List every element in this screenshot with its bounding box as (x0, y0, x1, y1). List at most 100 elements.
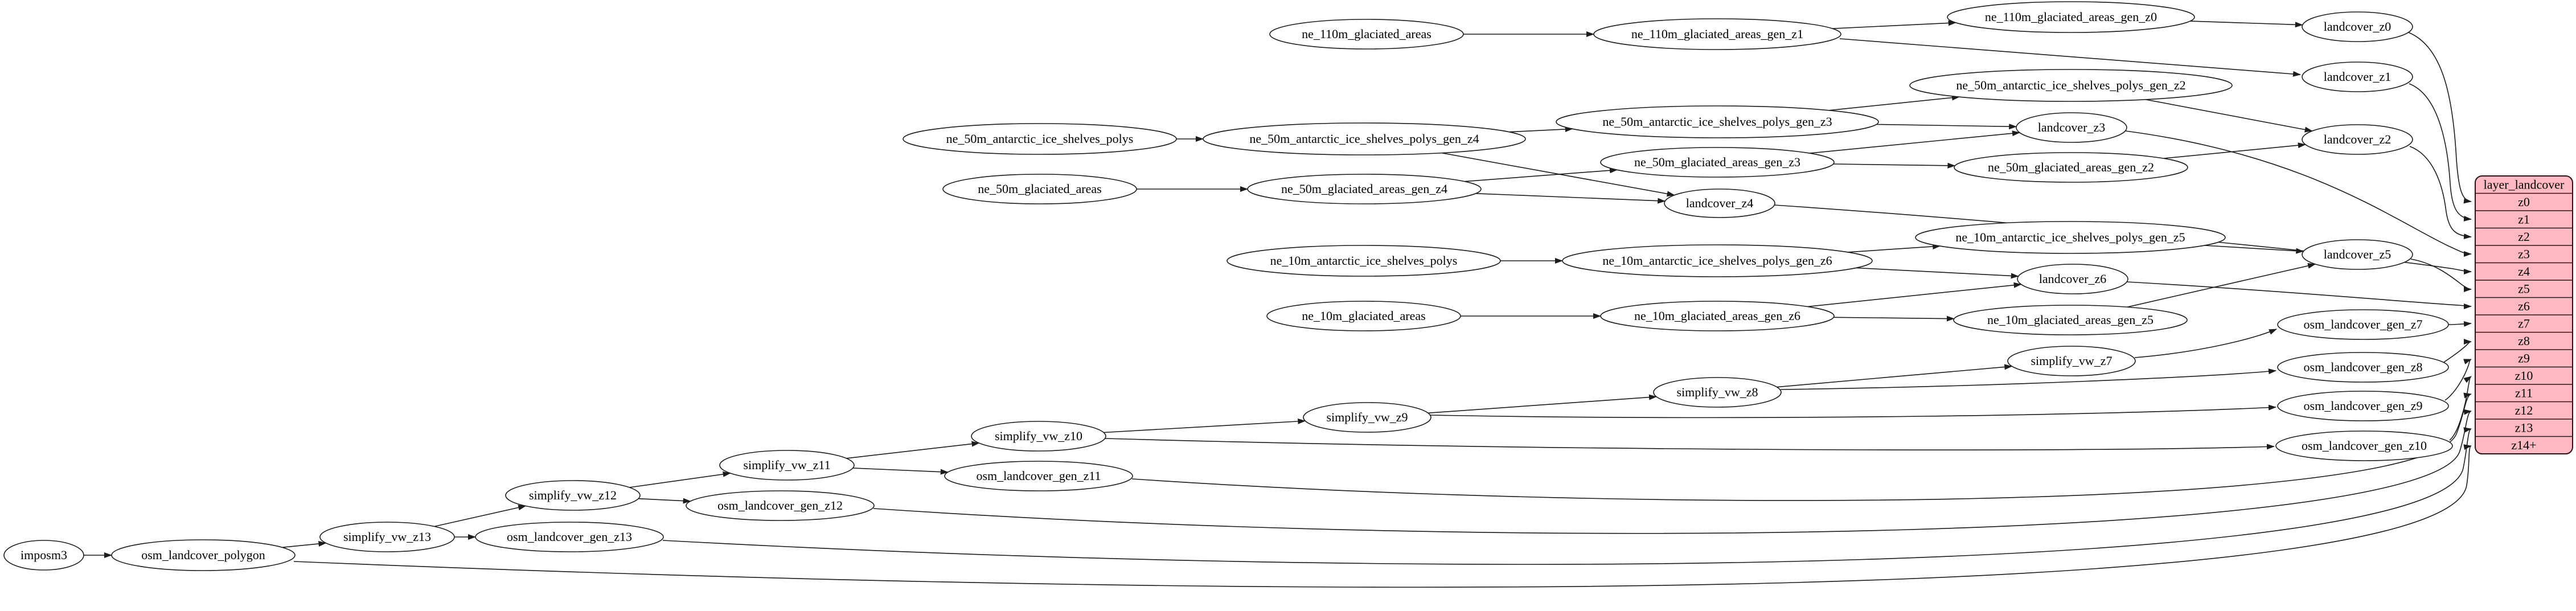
table-row-z12: z12 (2515, 403, 2533, 417)
node-label-osm_landcover_gen_z9: osm_landcover_gen_z9 (2304, 399, 2423, 413)
table-row-z2: z2 (2518, 229, 2530, 244)
table-row-z13: z13 (2515, 420, 2533, 434)
node-simplify_vw_z8: simplify_vw_z8 (1653, 377, 1782, 408)
node-landcover_z4: landcover_z4 (1664, 188, 1775, 218)
edge-ne_50m_glaciated_areas_gen_z4-to-landcover_z4 (1475, 193, 1666, 204)
edge-ne_10m_antarctic_ice_shelves_polys_gen_z5-to-landcover_z5 (2204, 245, 2304, 254)
node-label-ne_110m_glaciated_areas: ne_110m_glaciated_areas (1302, 27, 1431, 41)
node-ellipse-ne_50m_antarctic_ice_shelves_polys_gen_z3 (1556, 105, 1879, 138)
nodes-layer: imposm3 osm_landcover_polygon simplify_vw_… (3, 1, 2453, 571)
node-simplify_vw_z13: simplify_vw_z13 (319, 522, 455, 552)
table-title: layer_landcover (2484, 177, 2565, 191)
node-osm_landcover_polygon: osm_landcover_polygon (111, 539, 296, 571)
node-label-ne_50m_antarctic_ice_shelves_polys_gen_z4: ne_50m_antarctic_ice_shelves_polys_gen_z… (1249, 132, 1479, 146)
edge-ne_50m_glaciated_areas_gen_z2-to-landcover_z2 (2163, 142, 2306, 159)
node-landcover_z2: landcover_z2 (2302, 124, 2413, 155)
node-label-simplify_vw_z11: simplify_vw_z11 (743, 458, 830, 472)
edge-simplify_vw_z8-to-osm_landcover_gen_z8 (1780, 368, 2276, 390)
node-label-osm_landcover_gen_z7: osm_landcover_gen_z7 (2304, 317, 2423, 331)
node-label-landcover_z1: landcover_z1 (2324, 69, 2392, 84)
node-ellipse-landcover_z4 (1664, 188, 1775, 218)
table-row-z3: z3 (2518, 247, 2530, 261)
node-label-simplify_vw_z10: simplify_vw_z10 (995, 429, 1082, 443)
node-ne_110m_glaciated_areas: ne_110m_glaciated_areas (1269, 19, 1464, 50)
edge-ne_110m_glaciated_areas_gen_z1-to-landcover_z1 (1839, 38, 2301, 77)
node-ellipse-ne_50m_glaciated_areas (942, 174, 1137, 204)
node-label-ne_10m_antarctic_ice_shelves_polys: ne_10m_antarctic_ice_shelves_polys (1270, 253, 1458, 268)
node-label-osm_landcover_gen_z8: osm_landcover_gen_z8 (2304, 360, 2423, 374)
node-ellipse-osm_landcover_gen_z11 (944, 461, 1133, 491)
node-label-landcover_z4: landcover_z4 (1686, 196, 1754, 210)
edge-osm_landcover_gen_z12-to-row_z12 (873, 409, 2472, 534)
table-row-z10: z10 (2515, 368, 2533, 383)
node-label-osm_landcover_polygon: osm_landcover_polygon (141, 548, 265, 562)
node-ne_10m_glaciated_areas_gen_z6: ne_10m_glaciated_areas_gen_z6 (1600, 301, 1835, 331)
node-label-ne_10m_glaciated_areas_gen_z5: ne_10m_glaciated_areas_gen_z5 (1987, 313, 2153, 327)
node-label-simplify_vw_z9: simplify_vw_z9 (1327, 410, 1408, 424)
node-ellipse-ne_50m_glaciated_areas_gen_z2 (1954, 152, 2188, 183)
node-osm_landcover_gen_z10: osm_landcover_gen_z10 (2275, 430, 2453, 461)
node-ellipse-osm_landcover_gen_z9 (2277, 391, 2449, 421)
edge-osm_landcover_polygon-to-simplify_vw_z13 (282, 541, 327, 548)
node-osm_landcover_gen_z8: osm_landcover_gen_z8 (2277, 352, 2449, 383)
edge-ne_10m_glaciated_areas_gen_z6-to-landcover_z6 (1807, 282, 2022, 307)
node-ne_50m_antarctic_ice_shelves_polys_gen_z3: ne_50m_antarctic_ice_shelves_polys_gen_z… (1556, 105, 1879, 138)
edge-osm_landcover_gen_z10-to-row_z10 (2449, 376, 2472, 441)
node-ne_10m_antarctic_ice_shelves_polys: ne_10m_antarctic_ice_shelves_polys (1227, 245, 1501, 277)
node-landcover_z6: landcover_z6 (2017, 264, 2128, 294)
node-ne_110m_glaciated_areas_gen_z0: ne_110m_glaciated_areas_gen_z0 (1947, 1, 2195, 33)
node-ne_10m_antarctic_ice_shelves_polys_gen_z6: ne_10m_antarctic_ice_shelves_polys_gen_z… (1562, 244, 1873, 277)
node-label-landcover_z6: landcover_z6 (2039, 272, 2107, 286)
node-label-landcover_z2: landcover_z2 (2324, 132, 2392, 146)
node-label-simplify_vw_z13: simplify_vw_z13 (343, 530, 431, 544)
node-ne_50m_antarctic_ice_shelves_polys: ne_50m_antarctic_ice_shelves_polys (903, 123, 1177, 155)
node-ellipse-imposm3 (3, 540, 84, 571)
edge-simplify_vw_z9-to-simplify_vw_z8 (1428, 394, 1657, 414)
node-ellipse-ne_10m_antarctic_ice_shelves_polys (1227, 245, 1501, 277)
edge-simplify_vw_z12-to-osm_landcover_gen_z12 (638, 498, 691, 504)
node-simplify_vw_z10: simplify_vw_z10 (971, 421, 1106, 452)
node-ellipse-ne_110m_glaciated_areas (1269, 19, 1464, 50)
node-label-ne_50m_antarctic_ice_shelves_polys_gen_z2: ne_50m_antarctic_ice_shelves_polys_gen_z… (1956, 78, 2185, 92)
node-ellipse-ne_10m_antarctic_ice_shelves_polys_gen_z5 (1915, 221, 2226, 254)
edge-ne_50m_glaciated_areas_gen_z3-to-landcover_z3 (1810, 130, 2020, 154)
node-label-ne_10m_glaciated_areas: ne_10m_glaciated_areas (1302, 309, 1425, 323)
table-row-z1: z1 (2518, 212, 2530, 226)
table-row-z5: z5 (2518, 281, 2530, 296)
node-ellipse-ne_10m_glaciated_areas_gen_z6 (1600, 301, 1835, 331)
node-ellipse-simplify_vw_z11 (719, 450, 855, 481)
node-simplify_vw_z9: simplify_vw_z9 (1303, 402, 1431, 433)
node-ellipse-ne_110m_glaciated_areas_gen_z1 (1593, 18, 1841, 50)
edge-landcover_z4-to-row_z4 (1773, 204, 2472, 274)
node-ellipse-ne_50m_glaciated_areas_gen_z3 (1600, 147, 1835, 178)
edge-osm_landcover_gen_z13-to-row_z13 (662, 427, 2472, 565)
edge-landcover_z0-to-row_z0 (2408, 32, 2472, 204)
node-ellipse-ne_50m_antarctic_ice_shelves_polys_gen_z2 (1909, 69, 2233, 102)
node-label-ne_50m_glaciated_areas_gen_z3: ne_50m_glaciated_areas_gen_z3 (1634, 155, 1800, 169)
node-label-ne_110m_glaciated_areas_gen_z1: ne_110m_glaciated_areas_gen_z1 (1631, 27, 1803, 41)
node-ne_50m_glaciated_areas: ne_50m_glaciated_areas (942, 174, 1137, 204)
node-ellipse-simplify_vw_z12 (505, 480, 641, 511)
node-label-imposm3: imposm3 (20, 548, 67, 562)
node-ellipse-osm_landcover_gen_z12 (686, 490, 875, 521)
node-ellipse-osm_landcover_gen_z10 (2275, 430, 2453, 461)
node-label-ne_10m_antarctic_ice_shelves_polys_gen_z5: ne_10m_antarctic_ice_shelves_polys_gen_z… (1955, 230, 2185, 244)
node-ne_50m_glaciated_areas_gen_z4: ne_50m_glaciated_areas_gen_z4 (1247, 174, 1482, 204)
node-label-ne_50m_antarctic_ice_shelves_polys_gen_z3: ne_50m_antarctic_ice_shelves_polys_gen_z… (1602, 114, 1832, 129)
node-ellipse-landcover_z5 (2302, 239, 2413, 270)
node-simplify_vw_z7: simplify_vw_z7 (2007, 346, 2136, 376)
edge-landcover_z3-to-row_z3 (2125, 130, 2472, 257)
edge-simplify_vw_z13-to-simplify_vw_z12 (434, 505, 527, 527)
node-ne_10m_glaciated_areas_gen_z5: ne_10m_glaciated_areas_gen_z5 (1953, 305, 2188, 335)
edges-layer (84, 20, 2472, 588)
node-ellipse-landcover_z1 (2302, 61, 2413, 92)
edge-osm_landcover_gen_z9-to-row_z9 (2444, 359, 2472, 401)
node-ellipse-simplify_vw_z7 (2007, 346, 2136, 376)
node-ellipse-landcover_z2 (2302, 124, 2413, 155)
layer-landcover-table: layer_landcoverz0z1z2z3z4z5z6z7z8z9z10z1… (2475, 175, 2573, 454)
node-label-landcover_z0: landcover_z0 (2324, 19, 2392, 34)
table-row-z7: z7 (2518, 316, 2530, 330)
